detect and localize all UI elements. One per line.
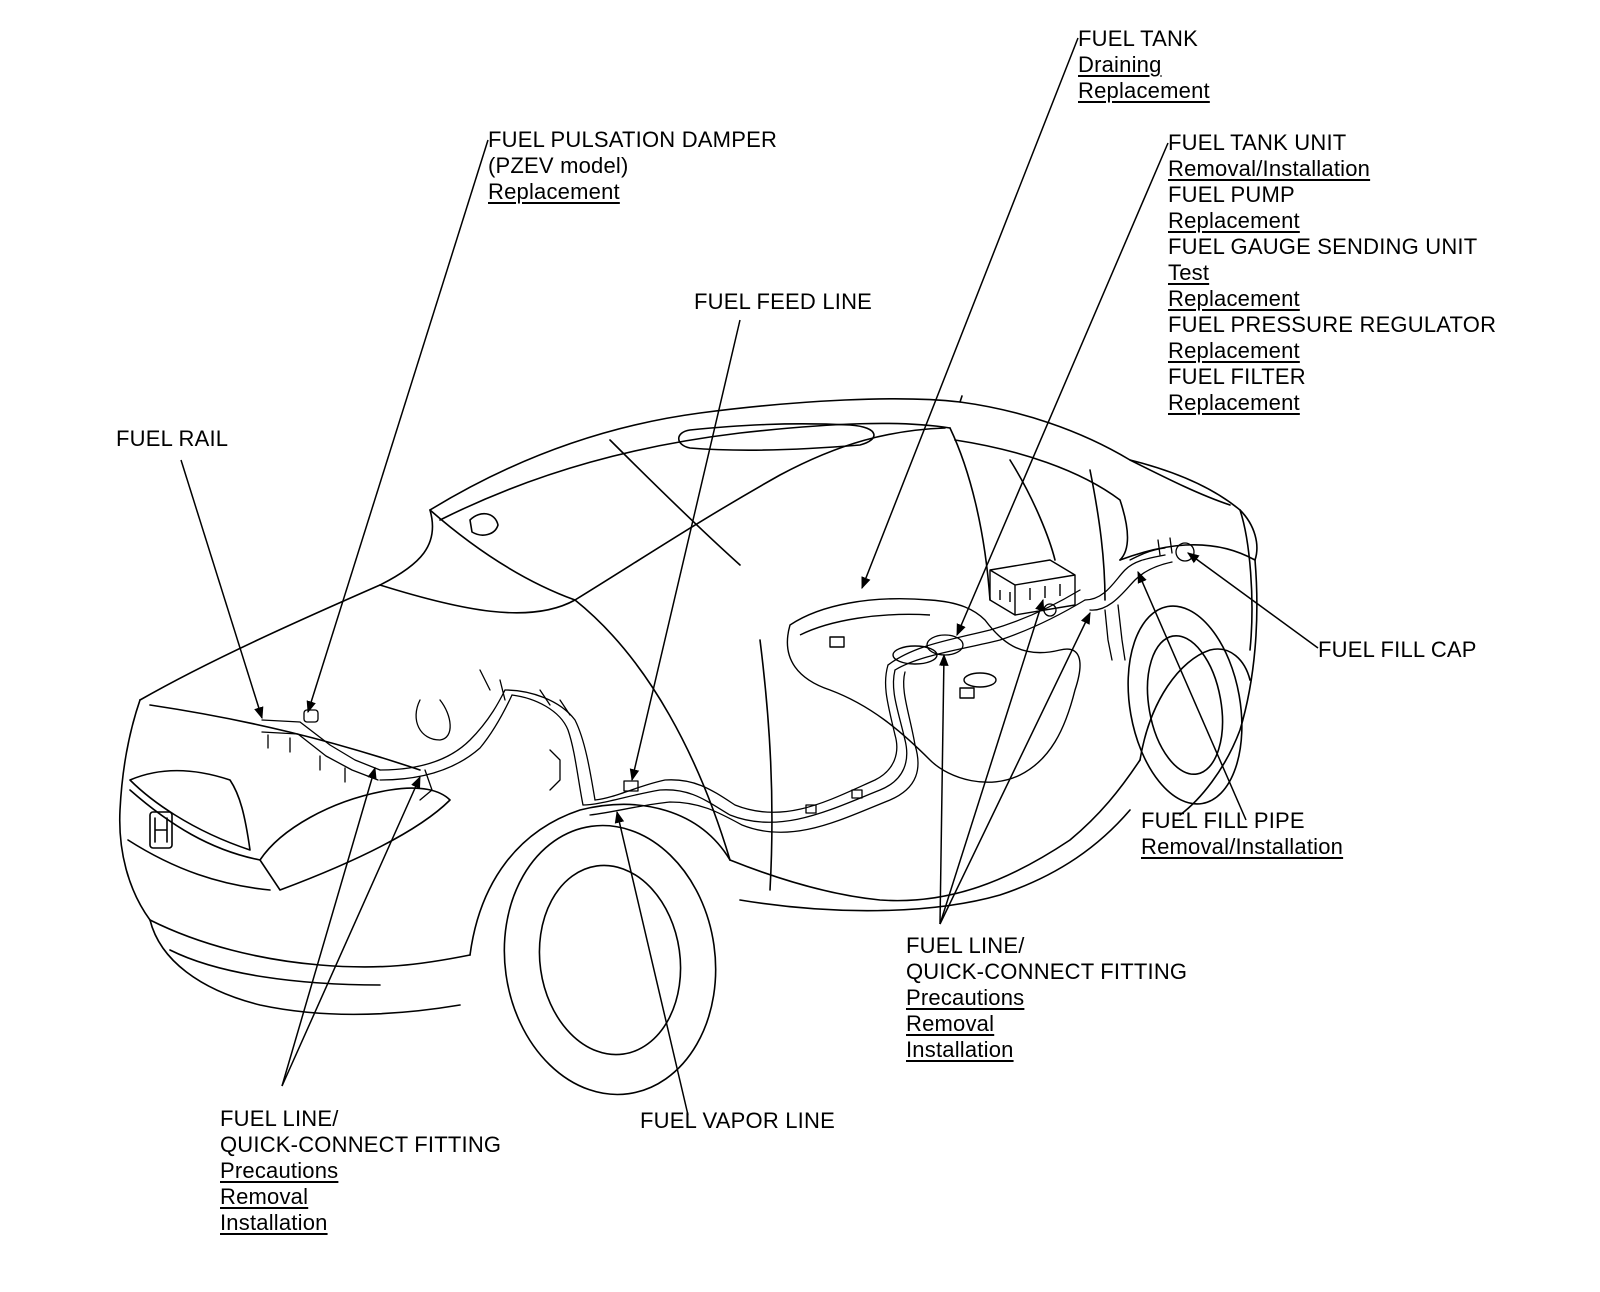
fuel-pump-heading: FUEL PUMP [1168,182,1295,207]
fuel-vapor-line-heading: FUEL VAPOR LINE [640,1108,835,1133]
fuel-pulsation-damper-replacement-link[interactable]: Replacement [488,179,620,204]
callout-fuel-fill-cap: FUEL FILL CAP [1318,637,1477,663]
fuel-filter-replacement-link[interactable]: Replacement [1168,390,1300,415]
fuel-filter-heading: FUEL FILTER [1168,364,1306,389]
fuel-fill-cap-heading: FUEL FILL CAP [1318,637,1477,662]
fuel-fill-pipe-heading: FUEL FILL PIPE [1141,808,1305,833]
callout-fuel-feed-line: FUEL FEED LINE [694,289,872,315]
quick-connect-fitting-front-heading: QUICK-CONNECT FITTING [220,1132,502,1157]
fuel-tank-art [786,559,1081,783]
fuel-line-rear-precautions-link[interactable]: Precautions [906,985,1025,1010]
fuel-pump-replacement-link[interactable]: Replacement [1168,208,1300,233]
callout-fuel-vapor-line: FUEL VAPOR LINE [640,1108,835,1134]
fuel-tank-unit-removal-installation-link[interactable]: Removal/Installation [1168,156,1371,181]
fuel-feed-line-heading: FUEL FEED LINE [694,289,873,314]
fuel-line-rear-removal-link[interactable]: Removal [906,1011,995,1036]
fuel-tank-unit-heading: FUEL TANK UNIT [1168,130,1347,155]
fuel-line-front-removal-link[interactable]: Removal [220,1184,309,1209]
fuel-tank-draining-link[interactable]: Draining [1078,52,1162,77]
callout-fuel-rail: FUEL RAIL [116,426,228,452]
car-body-outline [118,395,1258,1096]
fuel-line-rear-installation-link[interactable]: Installation [906,1037,1014,1062]
fuel-tank-replacement-link[interactable]: Replacement [1078,78,1210,103]
fuel-line-front-precautions-link[interactable]: Precautions [220,1158,339,1183]
leader-arrows [180,37,1319,1116]
callout-fuel-line-rear: FUEL LINE/ QUICK-CONNECT FITTING Precaut… [906,933,1187,1063]
fuel-pulsation-damper-heading: FUEL PULSATION DAMPER [488,127,778,152]
callout-fuel-tank: FUEL TANK Draining Replacement [1078,26,1210,104]
fuel-gauge-sending-unit-heading: FUEL GAUGE SENDING UNIT [1168,234,1478,259]
fuel-line-front-heading: FUEL LINE/ [220,1106,339,1131]
fuel-fill-pipe-removal-installation-link[interactable]: Removal/Installation [1141,834,1344,859]
fuel-rail-heading: FUEL RAIL [116,426,229,451]
fuel-pressure-regulator-heading: FUEL PRESSURE REGULATOR [1168,312,1497,337]
fuel-line-rear-heading: FUEL LINE/ [906,933,1025,958]
callout-fuel-line-front: FUEL LINE/ QUICK-CONNECT FITTING Precaut… [220,1106,501,1236]
callout-fuel-fill-pipe: FUEL FILL PIPE Removal/Installation [1141,808,1343,860]
fuel-gauge-sending-unit-test-link[interactable]: Test [1168,260,1210,285]
fuel-line-front-installation-link[interactable]: Installation [220,1210,328,1235]
fuel-pressure-regulator-replacement-link[interactable]: Replacement [1168,338,1300,363]
fuel-gauge-sending-unit-replacement-link[interactable]: Replacement [1168,286,1300,311]
callout-fuel-pulsation-damper: FUEL PULSATION DAMPER (PZEV model) Repla… [488,127,777,205]
quick-connect-fitting-rear-heading: QUICK-CONNECT FITTING [906,959,1188,984]
callout-fuel-tank-unit-group: FUEL TANK UNIT Removal/Installation FUEL… [1168,130,1496,416]
fuel-tank-heading: FUEL TANK [1078,26,1198,51]
fuel-pulsation-damper-subheading: (PZEV model) [488,153,629,178]
